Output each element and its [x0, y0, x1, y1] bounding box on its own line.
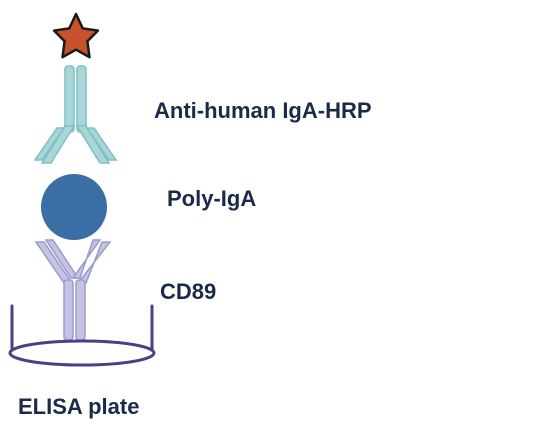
poly-iga-label: Poly-IgA [167, 186, 257, 211]
elisa-plate-label: ELISA plate [18, 394, 140, 419]
cd89-label: CD89 [160, 279, 217, 304]
receptor-icon [34, 239, 112, 341]
antibody-icon [33, 65, 118, 164]
star-icon [52, 12, 100, 59]
anti-human-iga-hrp-label: Anti-human IgA-HRP [154, 98, 372, 123]
well-icon [8, 304, 156, 367]
poly-iga-circle [41, 174, 107, 240]
